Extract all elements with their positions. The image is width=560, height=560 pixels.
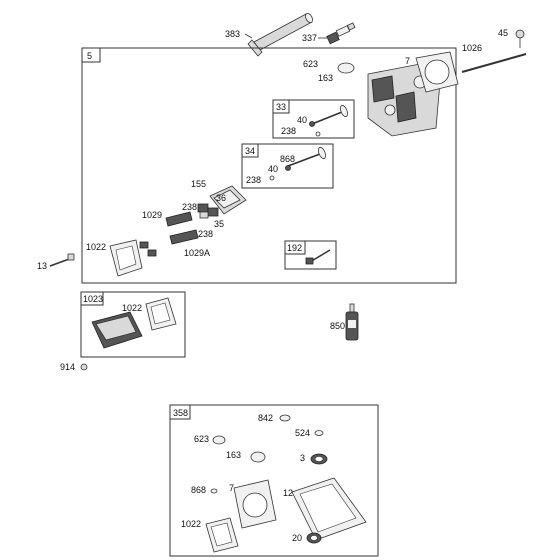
kit-label-623: 623 (194, 434, 209, 444)
part-label-337: 337 (302, 33, 317, 43)
part-label-1029: 1029 (142, 210, 162, 220)
group-tag-34: 34 (245, 146, 255, 156)
part-label-40b: 40 (268, 164, 278, 174)
pushrod-icon (461, 53, 527, 73)
part-label-238b: 238 (246, 175, 261, 185)
valve-icon (309, 104, 348, 137)
kit-label-20: 20 (292, 533, 302, 543)
kit-label-1022: 1022 (181, 519, 201, 529)
group-box-192 (284, 240, 337, 270)
part-label-7: 7 (405, 56, 410, 66)
group-box-358 (169, 404, 379, 557)
part-label-13: 13 (37, 261, 47, 271)
rocker-arm-icon (165, 211, 199, 245)
valve-icon (269, 146, 326, 181)
group-box-1023 (80, 291, 186, 358)
part-label-914: 914 (60, 362, 75, 372)
oil-seal-icon (314, 430, 324, 436)
part-label-36: 36 (216, 193, 226, 203)
part-label-1026: 1026 (462, 43, 482, 53)
sealant-bottle-icon (345, 303, 359, 341)
group-tag-33: 33 (276, 102, 286, 112)
kit-label-842: 842 (258, 413, 273, 423)
part-label-1022b: 1022 (122, 303, 142, 313)
part-label-1022a: 1022 (86, 242, 106, 252)
cylinder-head-icon (367, 63, 441, 137)
screw-icon (305, 249, 331, 265)
screw-icon (49, 253, 75, 267)
oil-seal-icon (210, 488, 218, 494)
part-label-383: 383 (225, 29, 240, 39)
spark-plug-icon (326, 22, 356, 45)
gasket-icon (291, 477, 367, 541)
rocker-arm-icon (209, 185, 247, 215)
kit-label-12: 12 (283, 488, 293, 498)
valve-spring-icon (197, 203, 219, 219)
kit-label-868: 868 (191, 485, 206, 495)
oil-seal-icon (250, 451, 266, 463)
group-box-5 (81, 47, 457, 284)
part-label-45: 45 (498, 28, 508, 38)
oil-seal-icon (306, 532, 322, 544)
group-tag-192: 192 (287, 243, 302, 253)
part-label-623: 623 (303, 59, 318, 69)
kit-label-524: 524 (295, 428, 310, 438)
kit-label-3: 3 (300, 453, 305, 463)
part-label-35: 35 (214, 219, 224, 229)
part-label-868a: 868 (280, 154, 295, 164)
oil-seal-icon (279, 414, 291, 422)
part-label-40a: 40 (297, 115, 307, 125)
part-label-155: 155 (191, 179, 206, 189)
group-box-33 (272, 99, 355, 139)
screw-icon (515, 29, 525, 48)
part-label-1029A: 1029A (184, 248, 210, 258)
gasket-icon (205, 517, 239, 553)
part-label-238c: 238 (182, 202, 197, 212)
group-tag-1023: 1023 (83, 294, 103, 304)
part-label-850: 850 (330, 321, 345, 331)
gasket-icon (415, 51, 459, 93)
kit-label-163: 163 (226, 450, 241, 460)
group-tag-5: 5 (87, 51, 92, 61)
part-label-238a: 238 (281, 126, 296, 136)
gasket-icon (233, 479, 277, 529)
gasket-icon (109, 239, 143, 277)
oil-seal-icon (310, 453, 328, 465)
screw-icon (139, 241, 157, 257)
group-box-34 (241, 143, 334, 189)
oil-seal-icon (337, 62, 355, 74)
kit-label-7: 7 (229, 483, 234, 493)
group-tag-358: 358 (173, 408, 188, 418)
part-label-238d: 238 (198, 229, 213, 239)
oil-seal-icon (212, 435, 226, 445)
part-label-163: 163 (318, 73, 333, 83)
valve-cover-icon (91, 311, 143, 349)
screw-icon (80, 363, 88, 371)
gasket-icon (145, 297, 177, 331)
